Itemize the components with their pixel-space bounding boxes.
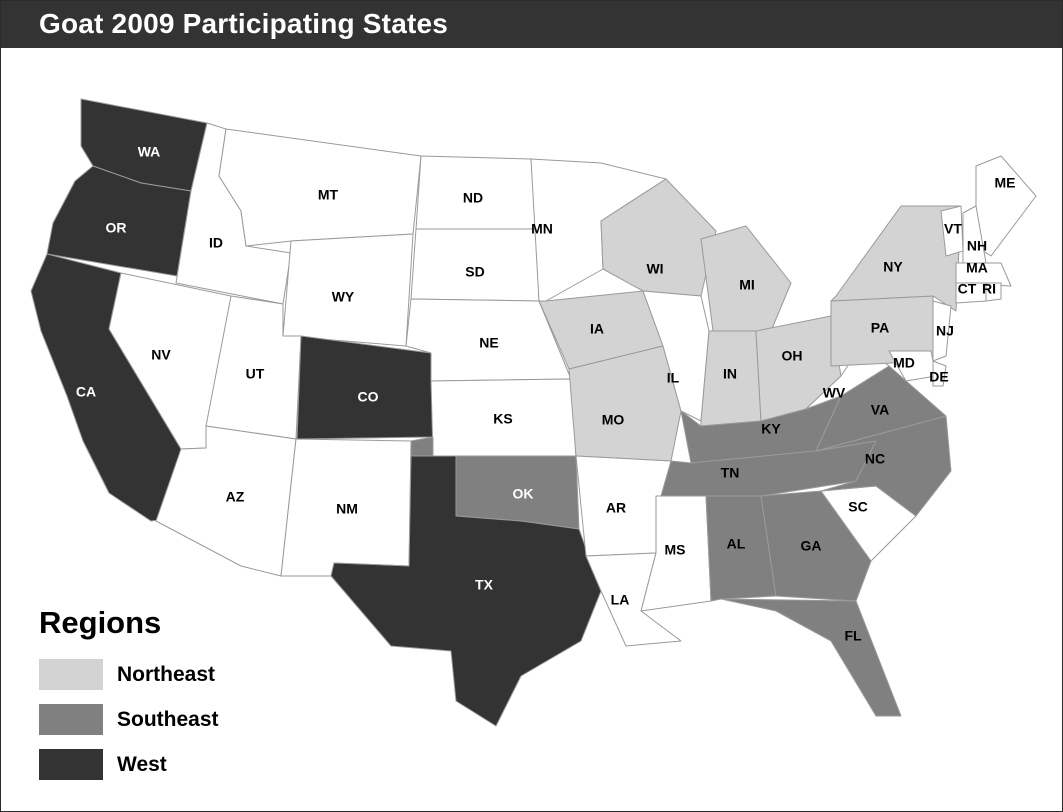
state-label-al: AL [727,536,746,552]
state-label-mi: MI [739,277,755,293]
state-label-wv: WV [823,385,846,401]
state-label-wa: WA [138,144,161,160]
state-fl [720,598,902,717]
map-title: Goat 2009 Participating States [39,8,449,39]
state-label-tn: TN [721,465,740,481]
state-label-id: ID [209,235,223,251]
state-nj [932,300,952,362]
state-label-tx: TX [475,577,494,593]
legend-label-southeast: Southeast [117,707,219,731]
state-label-or: OR [106,220,127,236]
state-label-mt: MT [318,187,339,203]
state-label-nj: NJ [936,323,954,339]
state-label-ca: CA [76,384,96,400]
state-or [46,165,192,277]
legend-title: Regions [39,605,162,640]
state-label-il: IL [667,370,680,386]
state-label-ar: AR [606,500,626,516]
state-label-ny: NY [883,259,903,275]
state-label-ga: GA [801,538,822,554]
state-label-ri: RI [982,281,996,297]
state-mo [568,345,682,462]
state-label-ia: IA [590,321,604,337]
state-label-in: IN [723,366,737,382]
legend-label-west: West [117,752,167,776]
state-label-ut: UT [246,366,265,382]
state-label-la: LA [611,592,630,608]
state-label-wi: WI [646,261,663,277]
state-label-sc: SC [848,499,867,515]
state-label-fl: FL [844,628,862,644]
state-label-nc: NC [865,451,885,467]
state-label-ok: OK [513,486,534,502]
state-label-ms: MS [665,542,686,558]
legend-swatch-northeast [39,659,103,690]
state-label-ma: MA [966,260,988,276]
state-label-va: VA [871,402,889,418]
state-label-az: AZ [226,489,245,505]
state-ms [640,495,712,612]
legend-item-northeast: Northeast [39,659,215,690]
state-label-ne: NE [479,335,498,351]
state-label-ky: KY [761,421,781,437]
title-bar: Goat 2009 Participating States [1,1,1062,48]
state-label-wy: WY [332,289,355,305]
state-label-md: MD [893,355,915,371]
state-ma [955,262,1012,287]
state-label-sd: SD [465,264,484,280]
legend-swatch-southeast [39,704,103,735]
state-label-oh: OH [782,348,803,364]
state-label-nh: NH [967,238,987,254]
state-label-pa: PA [871,320,889,336]
state-label-nd: ND [463,190,483,206]
legend-item-west: West [39,749,167,780]
state-tx [330,455,602,727]
state-label-nm: NM [336,501,358,517]
state-al [705,495,777,602]
state-co [296,335,434,440]
state-label-vt: VT [944,221,962,237]
state-label-mo: MO [602,412,625,428]
state-label-ct: CT [958,281,977,297]
legend-label-northeast: Northeast [117,662,216,686]
state-de [932,360,947,387]
state-label-de: DE [929,369,948,385]
state-ny [830,205,962,312]
state-label-me: ME [995,175,1016,191]
state-label-mn: MN [531,221,553,237]
state-mi [700,225,792,332]
state-ri [985,282,1002,302]
state-label-nv: NV [151,347,171,363]
state-ga [760,490,872,602]
legend-swatch-west [39,749,103,780]
state-label-co: CO [358,389,379,405]
legend-item-southeast: Southeast [39,704,219,735]
state-label-ks: KS [493,411,512,427]
state-nc [815,415,952,517]
